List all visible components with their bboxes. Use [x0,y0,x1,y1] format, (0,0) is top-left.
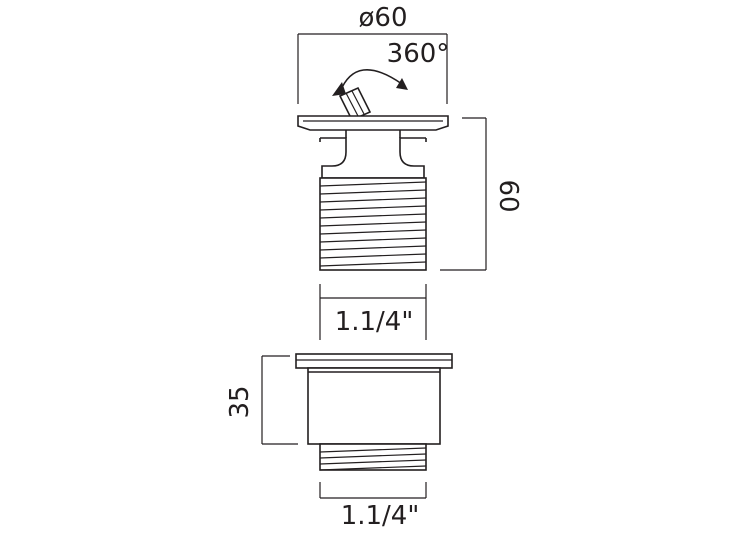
dimension-base-height: 35 [225,355,298,445]
waste-flange [297,115,449,131]
top-diameter-label: ø60 [359,3,408,33]
base-height-label: 35 [225,385,255,418]
waste-height-label: 60 [493,179,523,212]
curved-double-arrow-icon [332,69,408,96]
bottom-thread-label: 1.1/4" [341,501,420,531]
dimension-top-thread: 1.1/4" [319,284,427,340]
waste-threaded-body [319,177,427,271]
base-rim [295,353,453,369]
lower-base-assembly: 35 1.1/4" [225,353,453,531]
waste-neck [319,130,427,179]
dimension-top-diameter: ø60 [297,3,448,104]
thread-lines [319,181,427,267]
rotation-label: 360° [387,39,450,69]
lever-knob [338,86,372,122]
base-body [307,367,441,445]
dimension-bottom-thread: 1.1/4" [319,482,427,531]
upper-waste-assembly: ø60 360° [297,3,523,340]
base-threaded-section [319,443,427,471]
top-thread-label: 1.1/4" [335,307,414,337]
dimension-waste-height: 60 [440,117,523,271]
